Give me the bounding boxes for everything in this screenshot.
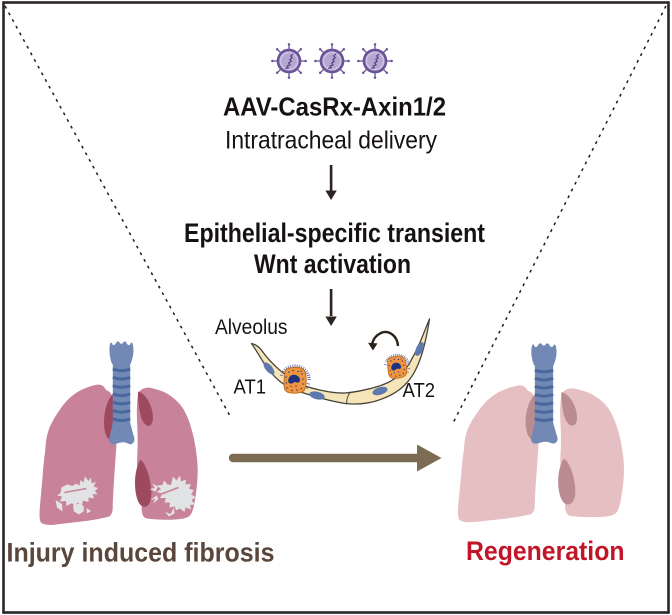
svg-text:AT2: AT2 xyxy=(403,380,436,402)
svg-text:Alveolus: Alveolus xyxy=(215,315,288,339)
svg-text:Wnt activation: Wnt activation xyxy=(254,249,411,279)
svg-text:Epithelial-specific transient: Epithelial-specific transient xyxy=(184,218,485,248)
svg-text:Regeneration: Regeneration xyxy=(466,536,625,566)
svg-text:Injury induced fibrosis: Injury induced fibrosis xyxy=(7,538,275,568)
svg-text:AT1: AT1 xyxy=(234,377,267,399)
svg-text:Intratracheal delivery: Intratracheal delivery xyxy=(225,127,437,155)
svg-text:AAV-CasRx-Axin1/2: AAV-CasRx-Axin1/2 xyxy=(223,92,446,122)
